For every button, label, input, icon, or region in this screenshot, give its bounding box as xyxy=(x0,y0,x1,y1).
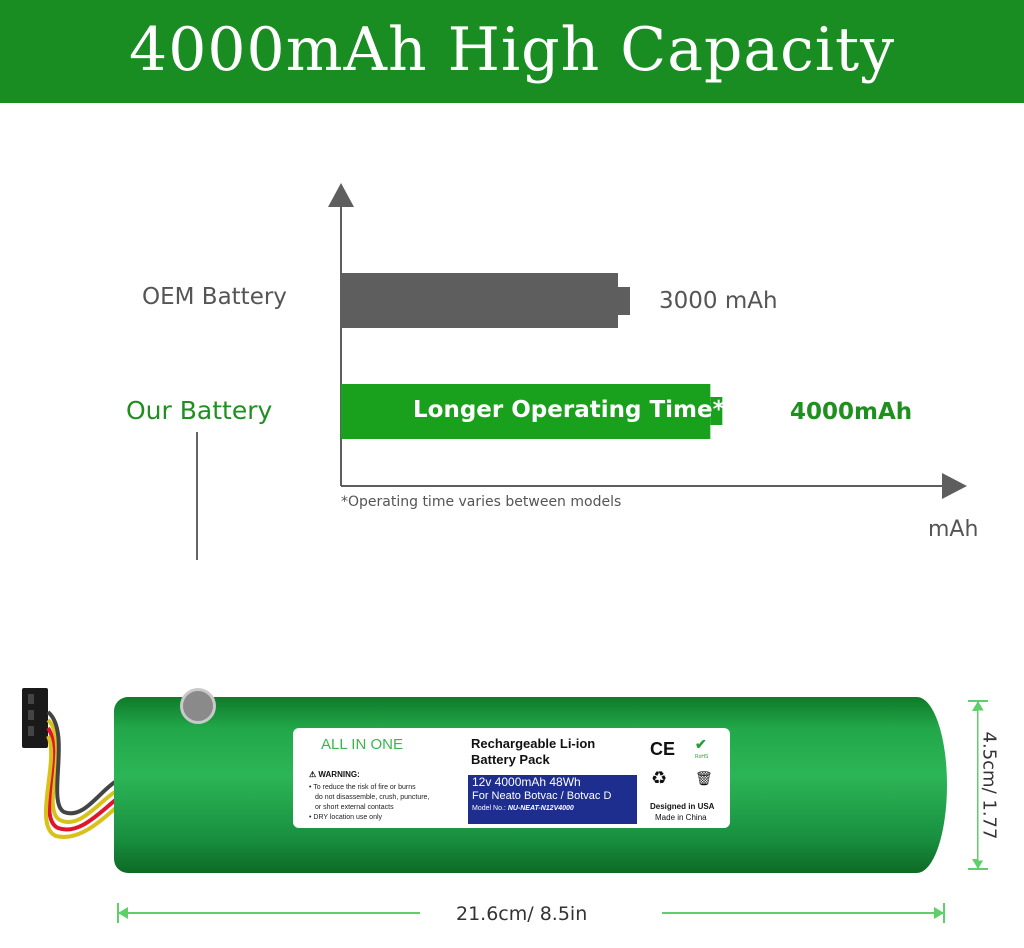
weee-bin-icon: 🗑 xyxy=(695,770,713,786)
rohs-text: RoHS xyxy=(695,754,709,760)
battery-sticker: ALL IN ONE ⚠ WARNING: • To reduce the ri… xyxy=(293,728,730,828)
bar-text: Longer Operating Time* xyxy=(413,397,725,423)
spec-box: 12v 4000mAh 48Wh For Neato Botvac / Botv… xyxy=(468,775,637,824)
pointer-dot xyxy=(180,688,216,724)
x-axis-arrow xyxy=(942,473,967,499)
battery-tip-icon xyxy=(618,287,630,315)
category-label-ours: Our Battery xyxy=(126,396,273,425)
model-number: Model No.: NU-NEAT-N12V4000 xyxy=(472,805,574,812)
category-label-oem: OEM Battery xyxy=(142,284,287,310)
battery-tip-icon xyxy=(710,397,723,425)
banner-title: 4000mAh High Capacity xyxy=(129,15,895,85)
battery-wires xyxy=(22,688,120,839)
height-dimension xyxy=(968,700,988,870)
model-line: For Neato Botvac / Botvac D xyxy=(472,790,612,802)
length-text: 21.6cm/ 8.5in xyxy=(456,903,588,925)
x-axis-label: mAh xyxy=(928,517,979,542)
chart-footnote: *Operating time varies between models xyxy=(341,494,622,510)
value-label-ours: 4000mAh xyxy=(790,399,913,425)
made-in: Made in China xyxy=(655,813,707,822)
header-banner: 4000mAh High Capacity xyxy=(0,0,1024,103)
warning-text: • To reduce the risk of fire or burns do… xyxy=(309,784,430,821)
label-title: Rechargeable Li-ion Battery Pack xyxy=(471,736,596,767)
bar-oem-battery xyxy=(341,273,618,328)
y-axis-arrow xyxy=(328,183,354,207)
recycle-icon: ♻ xyxy=(651,768,668,788)
designed-in: Designed in USA xyxy=(650,802,715,811)
bar-our-battery xyxy=(341,384,711,439)
spec-line: 12v 4000mAh 48Wh xyxy=(472,775,581,789)
warning-triangle-icon: ⚠ xyxy=(309,770,317,779)
warning-title: ⚠ WARNING: xyxy=(309,770,360,779)
value-label-oem: 3000 mAh xyxy=(659,288,778,314)
length-dimension xyxy=(117,903,945,923)
connector-icon xyxy=(22,688,48,748)
height-text: 4.5cm/ 1.77 xyxy=(978,710,1000,861)
ce-mark: CE xyxy=(650,739,676,759)
capacity-chart xyxy=(196,183,967,560)
brand-text: ALL IN ONE xyxy=(321,736,403,753)
rohs-check-icon: ✔ xyxy=(695,736,707,752)
